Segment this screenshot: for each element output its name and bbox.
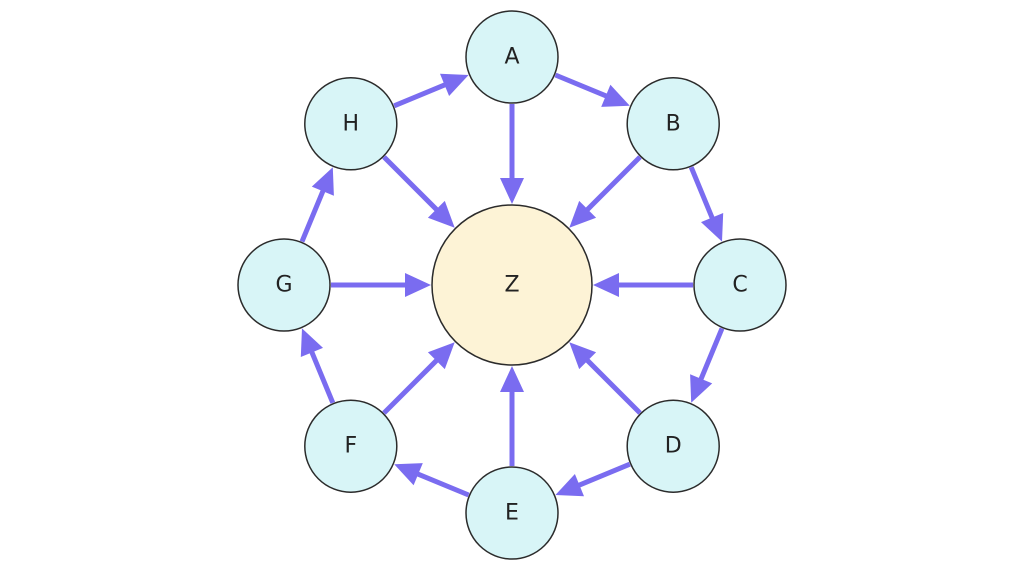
edge-f-to-z bbox=[382, 342, 455, 415]
edge-b-to-z bbox=[569, 155, 642, 228]
arrowhead bbox=[440, 73, 469, 96]
node-circle bbox=[693, 238, 787, 332]
node-d: D bbox=[626, 399, 720, 493]
node-label: Z bbox=[504, 273, 519, 298]
node-z: Z bbox=[431, 204, 593, 366]
node-f: F bbox=[304, 399, 398, 493]
node-circle bbox=[626, 399, 720, 493]
arrowhead bbox=[311, 167, 334, 196]
node-b: B bbox=[626, 77, 720, 171]
edges-layer bbox=[299, 72, 725, 498]
arrowhead bbox=[427, 200, 455, 228]
edge-a-to-z bbox=[500, 104, 524, 204]
arrowhead bbox=[569, 342, 597, 370]
edge-c-to-d bbox=[690, 327, 725, 403]
node-g: G bbox=[237, 238, 331, 332]
edge-line bbox=[308, 349, 336, 404]
node-label: A bbox=[504, 45, 519, 70]
node-label: C bbox=[732, 273, 747, 298]
node-label: F bbox=[344, 434, 357, 459]
edge-g-to-z bbox=[331, 273, 431, 297]
edge-line bbox=[299, 188, 326, 243]
node-label: H bbox=[343, 111, 360, 136]
node-a: A bbox=[465, 10, 559, 104]
edge-line bbox=[382, 155, 440, 213]
node-circle bbox=[304, 77, 398, 171]
edge-a-to-b bbox=[554, 72, 630, 107]
node-circle bbox=[431, 204, 593, 366]
arrowhead bbox=[300, 328, 323, 357]
arrowhead bbox=[601, 84, 630, 107]
node-label: E bbox=[505, 501, 519, 526]
edge-e-to-z bbox=[500, 366, 524, 466]
node-circle bbox=[237, 238, 331, 332]
node-circle bbox=[465, 10, 559, 104]
arrowhead bbox=[500, 366, 524, 392]
edge-d-to-z bbox=[569, 342, 642, 415]
edge-line bbox=[576, 461, 631, 489]
edge-line bbox=[584, 357, 642, 415]
node-circle bbox=[304, 399, 398, 493]
edge-g-to-h bbox=[299, 167, 334, 243]
edge-line bbox=[415, 471, 470, 498]
edge-line bbox=[584, 155, 642, 213]
arrowhead bbox=[405, 273, 431, 297]
edge-e-to-f bbox=[394, 463, 470, 498]
node-label: D bbox=[665, 434, 682, 459]
node-label: B bbox=[666, 111, 681, 136]
nodes-layer: Z A B C D E F G H bbox=[237, 10, 787, 560]
node-label: G bbox=[275, 273, 292, 298]
edge-line bbox=[554, 72, 609, 99]
arrowhead bbox=[394, 463, 423, 486]
node-h: H bbox=[304, 77, 398, 171]
edge-b-to-c bbox=[688, 166, 724, 242]
edge-h-to-z bbox=[382, 155, 455, 228]
arrowhead bbox=[500, 178, 524, 204]
node-c: C bbox=[693, 238, 787, 332]
edge-line bbox=[698, 327, 725, 382]
arrowhead bbox=[427, 342, 455, 370]
arrowhead bbox=[701, 213, 724, 242]
arrowhead bbox=[569, 200, 597, 228]
arrowhead bbox=[555, 474, 584, 497]
edge-c-to-z bbox=[593, 273, 693, 297]
node-circle bbox=[465, 466, 559, 560]
edge-line bbox=[382, 357, 440, 415]
node-e: E bbox=[465, 466, 559, 560]
edge-line bbox=[393, 81, 448, 109]
edge-h-to-a bbox=[393, 73, 469, 109]
edge-d-to-e bbox=[555, 461, 631, 497]
edge-f-to-g bbox=[300, 328, 336, 404]
edge-line bbox=[688, 166, 716, 221]
arrowhead bbox=[593, 273, 619, 297]
node-circle bbox=[626, 77, 720, 171]
arrowhead bbox=[690, 374, 713, 403]
